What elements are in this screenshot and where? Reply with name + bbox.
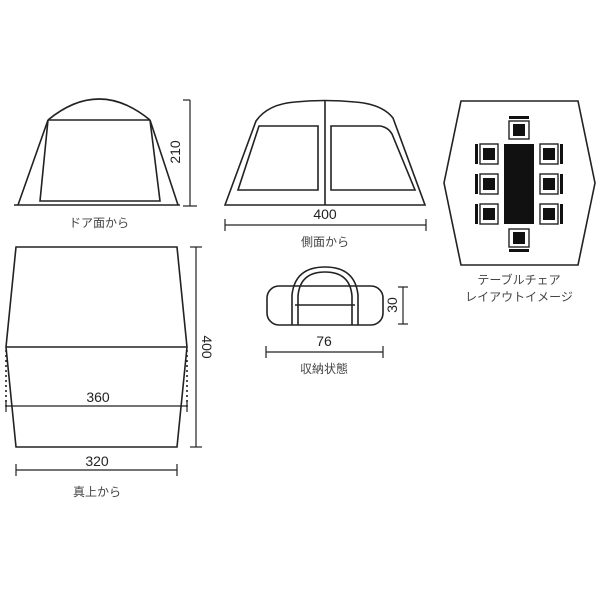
layout-caption-line1: テーブルチェア	[477, 272, 560, 287]
top-mid-width-label: 360	[86, 389, 110, 405]
door-view: 210 ドア面から	[14, 98, 197, 230]
top-base-width-label: 320	[85, 453, 109, 469]
door-view-caption: ドア面から	[69, 216, 129, 230]
chair-icon	[539, 173, 563, 195]
storage-bag-handle-inner	[297, 271, 353, 325]
storage-height-label: 30	[384, 297, 400, 313]
top-view-caption: 真上から	[73, 485, 121, 499]
side-width-label: 400	[313, 206, 337, 222]
storage-length-label: 76	[316, 333, 332, 349]
door-dome-arc	[47, 98, 151, 121]
door-panel	[39, 119, 161, 202]
side-view-caption: 側面から	[301, 235, 349, 249]
chair-icon	[475, 203, 499, 225]
storage-bag-handle-outer	[291, 266, 359, 325]
storage-view: 30 76 収納状態	[265, 266, 408, 376]
side-body-outline	[223, 99, 427, 206]
chair-icon	[539, 143, 563, 165]
top-view: 360 400 320 真上から	[5, 246, 215, 499]
layout-hexagon-outline	[443, 100, 596, 266]
door-height-label: 210	[167, 140, 183, 164]
side-view: 400 側面から	[223, 99, 427, 249]
table-icon	[504, 144, 534, 224]
chair-icon	[539, 203, 563, 225]
chair-icon	[508, 116, 530, 140]
storage-bag-body	[266, 285, 384, 326]
side-window-left	[236, 125, 319, 191]
layout-caption-line2: レイアウトイメージ	[465, 290, 573, 304]
chair-icon	[508, 228, 530, 252]
layout-view: テーブルチェア レイアウトイメージ	[443, 100, 596, 304]
top-depth-label: 400	[199, 335, 215, 359]
chair-icon	[475, 173, 499, 195]
chair-icon	[475, 143, 499, 165]
side-window-right	[330, 125, 417, 191]
storage-view-caption: 収納状態	[300, 361, 348, 376]
